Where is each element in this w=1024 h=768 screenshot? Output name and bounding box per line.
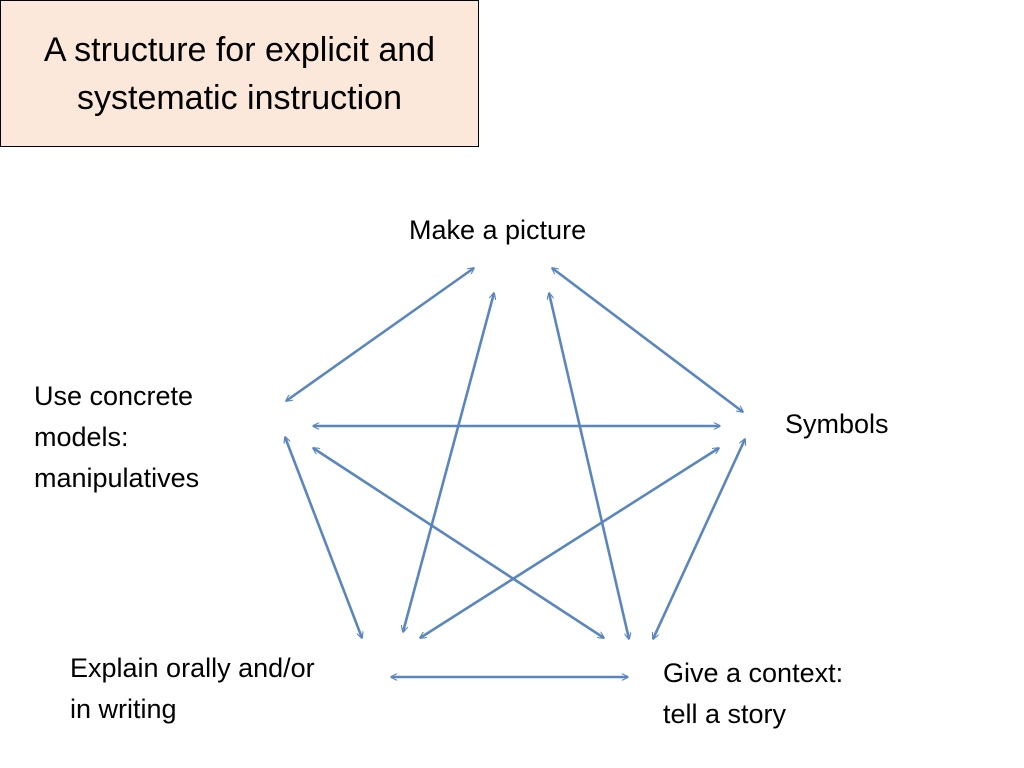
node-symbols: Symbols	[785, 404, 889, 445]
node-explain-orally-line-1: Explain orally and/or	[70, 653, 315, 683]
node-make-a-picture-label: Make a picture	[409, 215, 587, 245]
arrow-picture-context	[549, 293, 629, 639]
slide-title: A structure for explicit and systematic …	[44, 26, 435, 122]
node-give-a-context: Give a context: tell a story	[663, 653, 843, 735]
arrow-picture-symbols	[552, 268, 743, 412]
node-make-a-picture: Make a picture	[409, 210, 586, 251]
arrow-picture-explain	[403, 293, 494, 632]
node-use-concrete-models-line-3: manipulatives	[34, 463, 200, 493]
arrow-concrete-context	[313, 446, 604, 640]
arrow-symbols-context	[651, 439, 747, 639]
arrow-picture-concrete	[286, 268, 474, 401]
node-use-concrete-models: Use concrete models: manipulatives	[34, 376, 199, 499]
slide-title-line-1: A structure for explicit and	[43, 30, 436, 69]
slide-title-line-2: systematic instruction	[77, 78, 402, 117]
node-explain-orally: Explain orally and/or in writing	[70, 648, 315, 730]
node-use-concrete-models-line-2: models:	[34, 422, 129, 452]
slide-title-box: A structure for explicit and systematic …	[0, 0, 479, 147]
node-use-concrete-models-line-1: Use concrete	[34, 381, 194, 411]
node-explain-orally-line-2: in writing	[70, 694, 177, 724]
node-give-a-context-line-1: Give a context:	[663, 658, 844, 688]
node-symbols-label: Symbols	[785, 409, 889, 439]
arrow-concrete-explain	[285, 437, 362, 638]
node-give-a-context-line-2: tell a story	[663, 699, 787, 729]
arrow-symbols-explain	[420, 446, 719, 640]
